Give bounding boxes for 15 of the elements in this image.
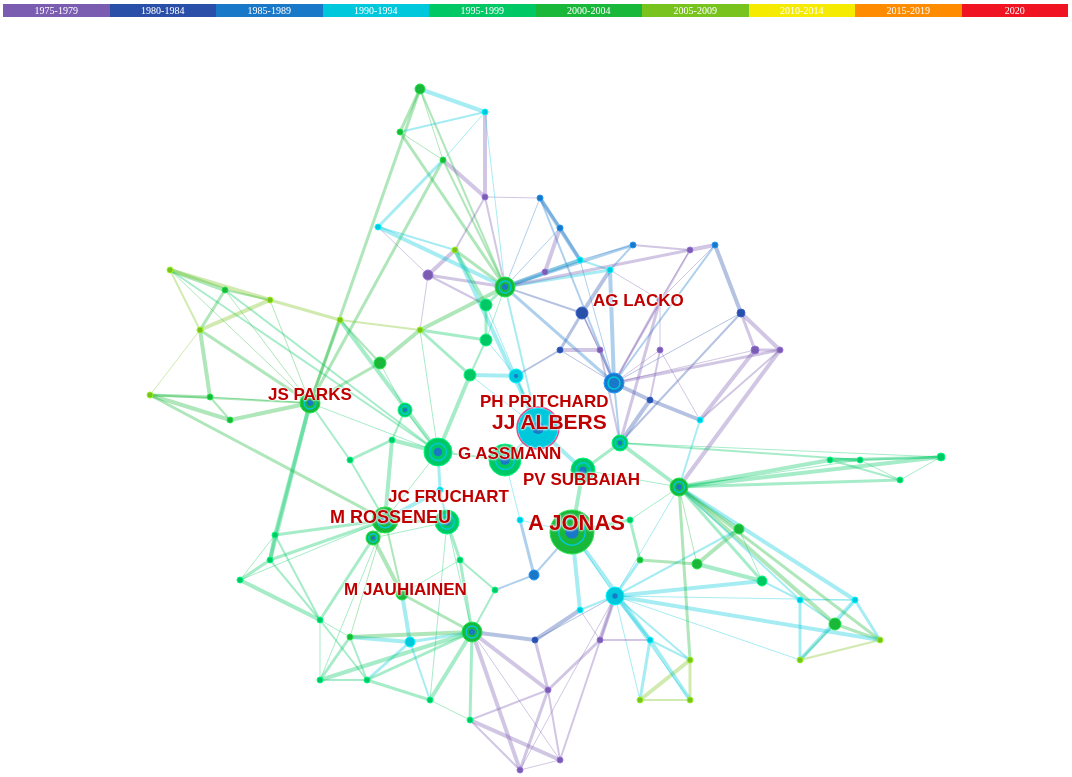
author-label: AG LACKO xyxy=(593,292,684,309)
legend-label: 2000-2004 xyxy=(567,4,611,17)
legend-label: 2010-2014 xyxy=(780,4,824,17)
legend-label: 2015-2019 xyxy=(886,4,930,17)
legend-label: 1995-1999 xyxy=(460,4,504,17)
legend-label: 1975-1979 xyxy=(34,4,78,17)
author-label: A JONAS xyxy=(528,512,625,534)
legend-label: 1990-1994 xyxy=(354,4,398,17)
author-label: JC FRUCHART xyxy=(388,488,509,505)
legend-label: 1985-1989 xyxy=(247,4,291,17)
legend-label: 2005-2009 xyxy=(673,4,717,17)
author-label: M JAUHIAINEN xyxy=(344,581,467,598)
legend-label: 1980-1984 xyxy=(141,4,185,17)
legend-label: 2020 xyxy=(1004,4,1025,17)
author-label: PV SUBBAIAH xyxy=(523,471,641,488)
